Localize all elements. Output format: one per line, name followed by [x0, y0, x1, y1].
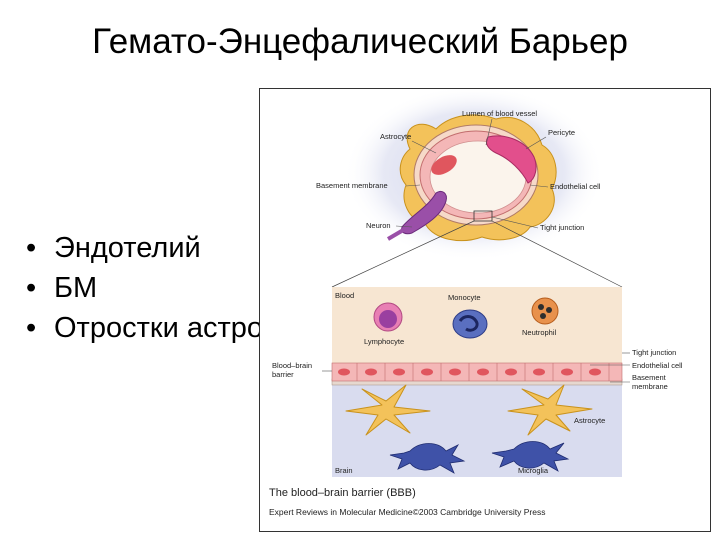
microglia-left	[389, 443, 466, 474]
bullet-text: БМ	[54, 272, 98, 304]
label-detail-tight-junction: Tight junction	[632, 348, 676, 357]
label-pericyte: Pericyte	[548, 128, 575, 137]
bullet-dot: •	[26, 312, 37, 344]
label-brain: Brain	[335, 466, 353, 475]
label-astrocyte: Astrocyte	[380, 132, 411, 141]
label-basement-line2: membrane	[632, 382, 668, 391]
leader-lumen	[485, 118, 493, 146]
endothelial-cells	[338, 363, 610, 381]
bullet-item: • БМ	[24, 268, 325, 308]
pericyte-shape	[485, 135, 537, 184]
bullet-dot: •	[26, 272, 37, 304]
label-bbb-line1: Blood–brain	[272, 361, 312, 370]
label-lumen: Lumen of blood vessel	[462, 109, 537, 118]
bullet-dot: •	[26, 232, 37, 264]
zoom-line-right	[491, 220, 623, 288]
neuron-shape	[401, 190, 447, 235]
bullet-text: Эндотелий	[54, 232, 201, 264]
figure-caption: The blood–brain barrier (BBB)	[269, 487, 416, 499]
bbb-diagram: Lumen of blood vessel Astrocyte Pericyte…	[272, 89, 683, 477]
label-blood: Blood	[335, 291, 354, 300]
astrocyte-right	[507, 384, 593, 436]
label-detail-astrocyte: Astrocyte	[574, 416, 605, 425]
label-lymphocyte: Lymphocyte	[364, 337, 404, 346]
bullet-item: • Эндотелий	[24, 228, 325, 268]
leader-neuron	[395, 225, 413, 228]
microglia-right	[491, 441, 570, 472]
label-tight-junction: Tight junction	[540, 223, 584, 232]
bbb-figure: Lumen of blood vessel Astrocyte Pericyte…	[259, 88, 711, 532]
astrocyte-left	[345, 384, 431, 436]
label-endothelial-cell: Endothelial cell	[550, 182, 601, 191]
figure-credit: Expert Reviews in Molecular Medicine©200…	[269, 507, 546, 517]
label-basement-line1: Basement	[632, 373, 667, 382]
label-neuron: Neuron	[366, 221, 391, 230]
leader-astrocyte	[411, 140, 437, 154]
monocyte-cell	[452, 309, 488, 339]
zoom-line-left	[331, 220, 475, 288]
slide-title: Гемато-Энцефалический Барьер	[92, 22, 628, 61]
label-microglia: Microglia	[518, 466, 549, 475]
label-detail-endothelial-cell: Endothelial cell	[632, 361, 683, 370]
tight-junction-box	[473, 210, 493, 222]
label-basement-membrane: Basement membrane	[316, 181, 388, 190]
neuron-axon	[386, 227, 407, 241]
lymphocyte-cell	[373, 302, 403, 332]
label-monocyte: Monocyte	[448, 293, 481, 302]
leader-endothelial	[529, 184, 549, 188]
leader-pericyte	[525, 136, 547, 150]
label-bbb-line2: barrier	[272, 370, 294, 379]
endothelial-nucleus	[431, 155, 457, 175]
label-neutrophil: Neutrophil	[522, 328, 557, 337]
leader-tight-junction	[491, 216, 539, 229]
neutrophil-cell	[531, 297, 559, 325]
leader-basement	[405, 184, 421, 187]
